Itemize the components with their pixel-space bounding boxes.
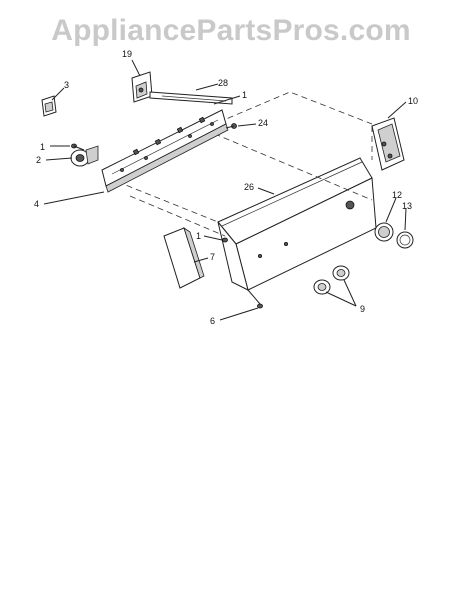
part-3-bracket — [41, 95, 57, 117]
leader-lines — [43, 59, 407, 321]
callout-4: 4 — [34, 199, 39, 209]
part-6-screw — [247, 289, 263, 309]
part-10-endcap — [371, 117, 405, 171]
callout-13: 13 — [402, 201, 412, 211]
part-1-screw-upper — [71, 143, 85, 151]
part-2-switch — [70, 145, 99, 167]
part-19-clip — [131, 71, 153, 103]
callout-26: 26 — [244, 182, 254, 192]
callout-6: 6 — [210, 316, 215, 326]
callout-2: 2 — [36, 155, 41, 165]
callout-9: 9 — [360, 304, 365, 314]
part-1-screw-lower — [222, 237, 228, 243]
control-bracket — [101, 109, 229, 193]
console-panel — [217, 157, 377, 291]
part-13-knob — [396, 231, 414, 249]
callout-1-lower: 1 — [196, 231, 201, 241]
dashed-outline — [107, 91, 373, 237]
callout-24: 24 — [258, 118, 268, 128]
part-9-knobs — [313, 265, 350, 295]
part-7-endcap — [163, 227, 205, 289]
callout-3: 3 — [64, 80, 69, 90]
callout-labels: 19 28 1 3 24 10 1 2 26 4 12 13 1 7 9 6 — [34, 49, 418, 326]
watermark-logo: AppliancePartsPros.com — [51, 14, 411, 47]
part-28-rod — [149, 91, 233, 105]
part-12-knob-ring — [374, 222, 394, 242]
callout-1-top: 1 — [242, 90, 247, 100]
knob-hole — [345, 200, 355, 210]
callout-10: 10 — [408, 96, 418, 106]
callout-1-left: 1 — [40, 142, 45, 152]
part-24-screw — [225, 123, 237, 129]
callout-12: 12 — [392, 190, 402, 200]
callout-28: 28 — [218, 78, 228, 88]
callout-19: 19 — [122, 49, 132, 59]
callout-7: 7 — [210, 252, 215, 262]
